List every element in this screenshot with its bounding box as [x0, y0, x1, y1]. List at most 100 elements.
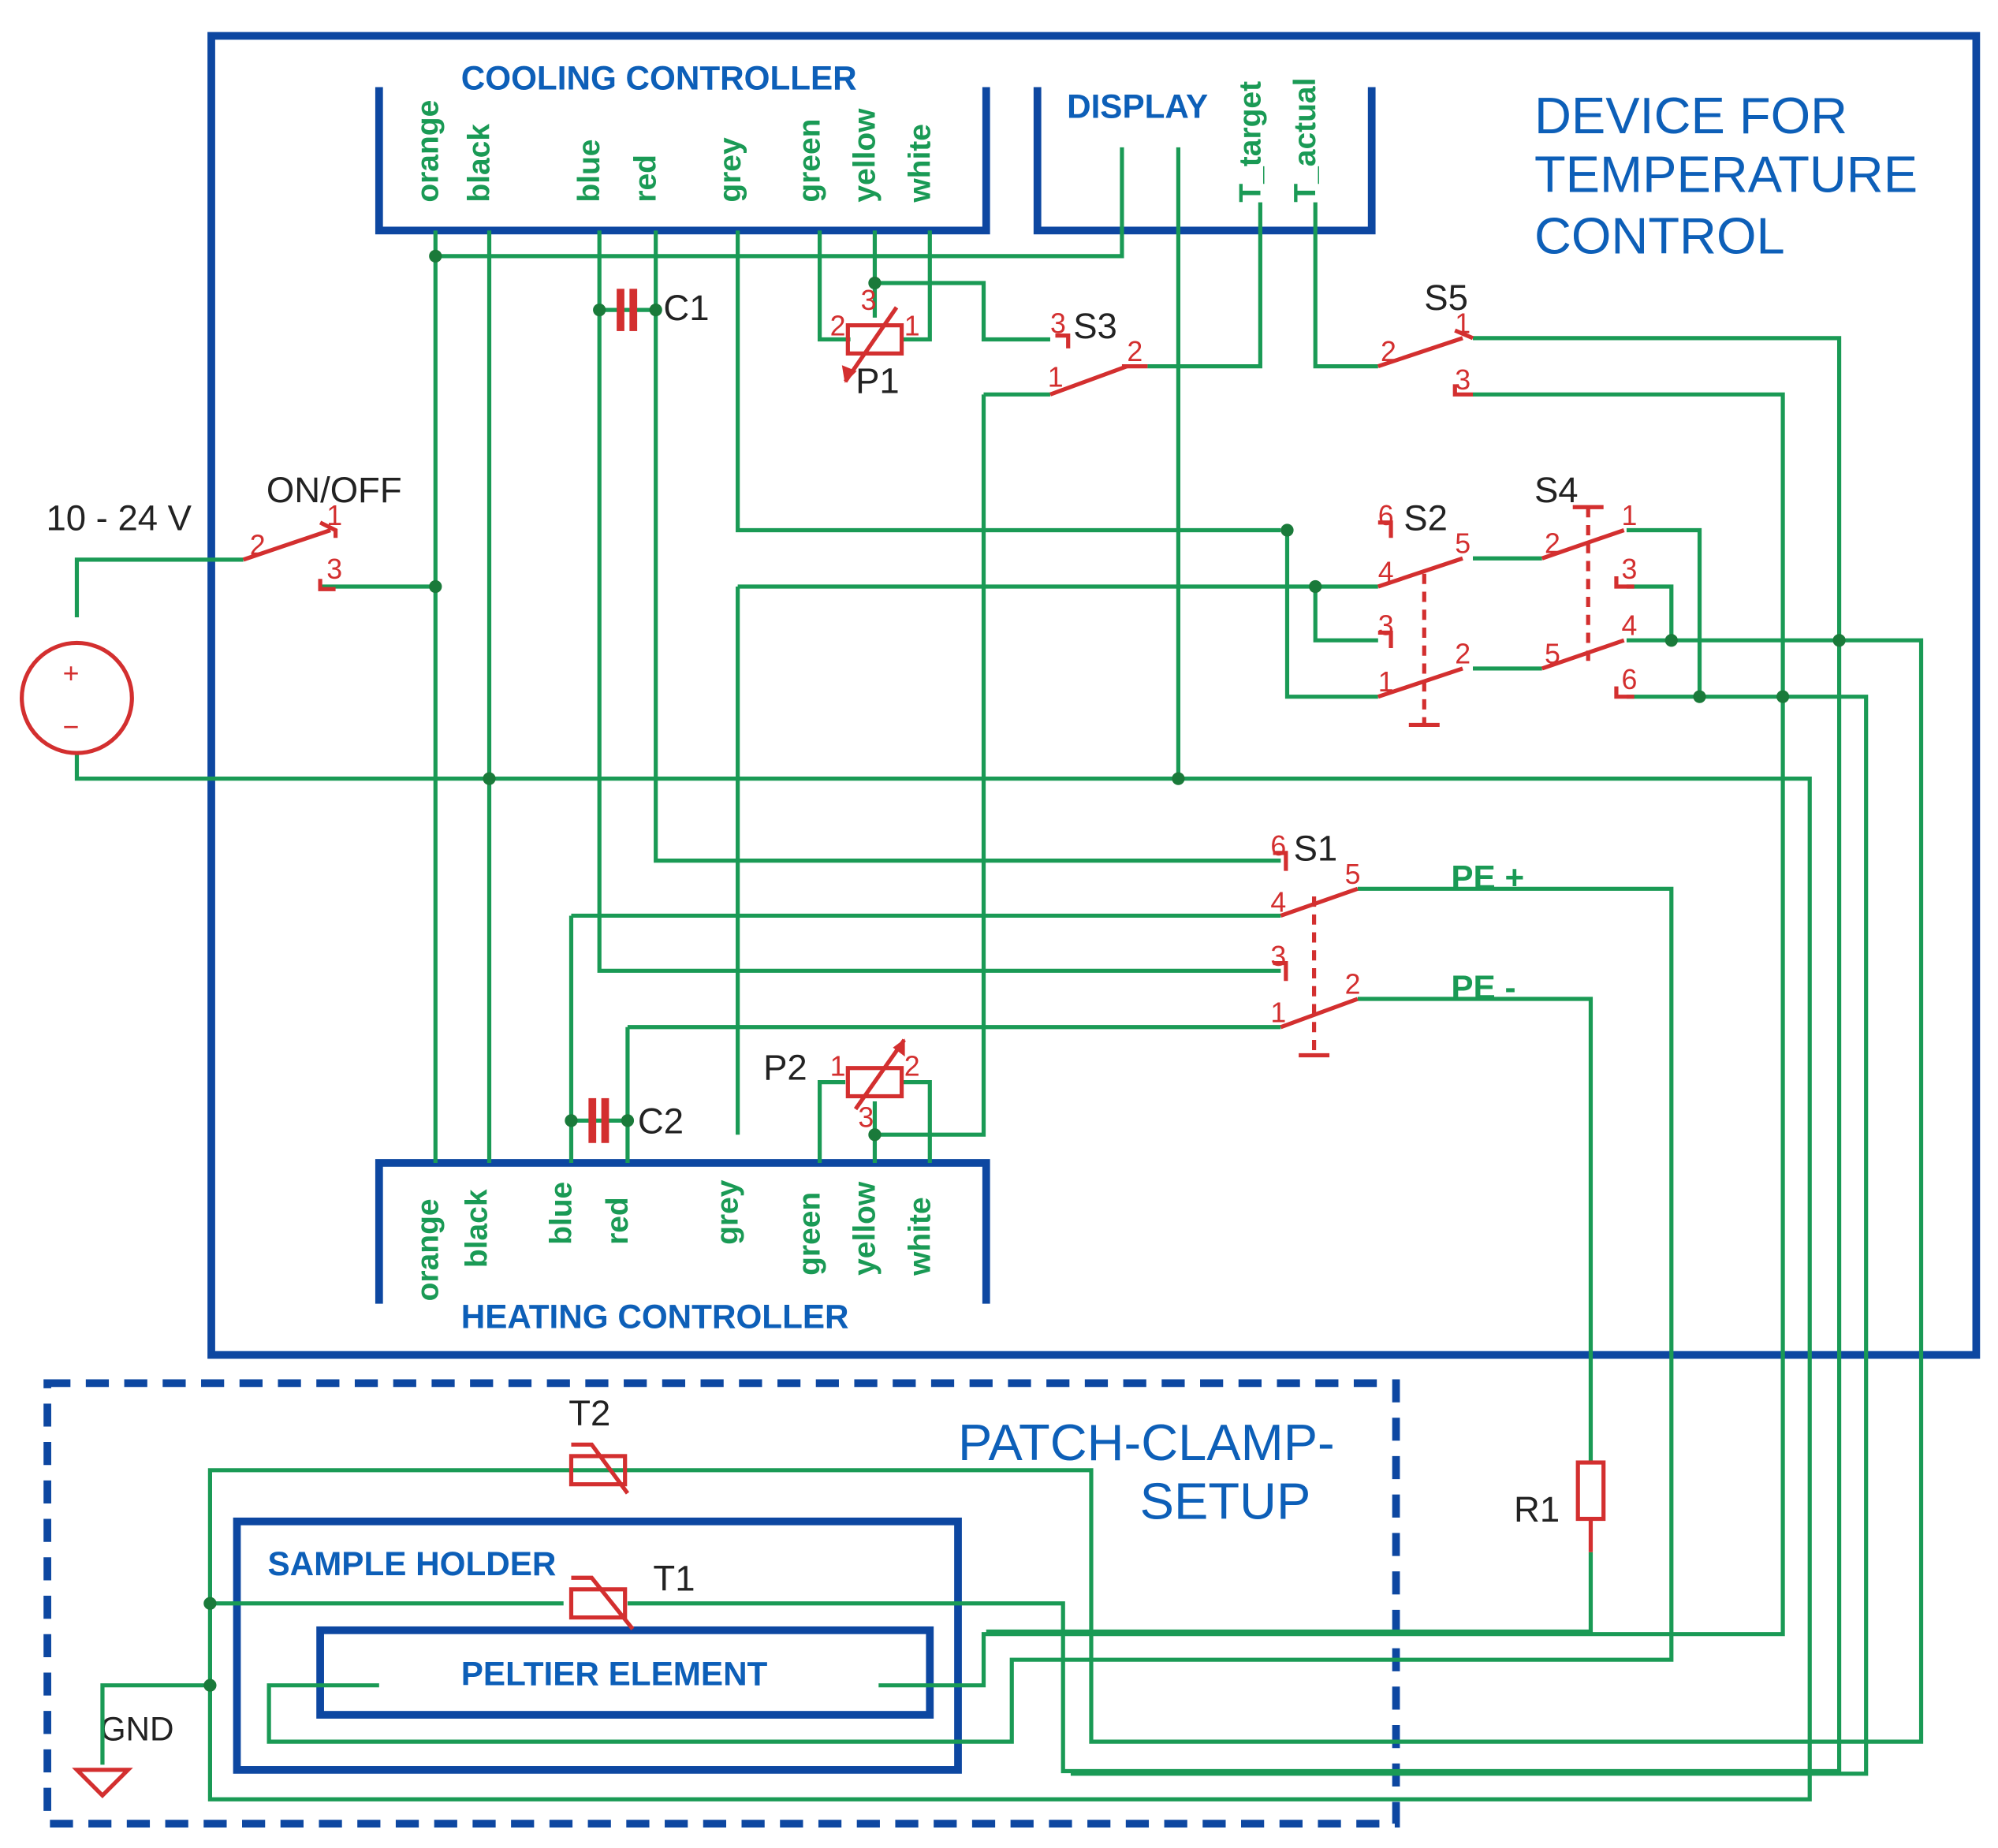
- svg-text:3: 3: [1378, 610, 1394, 642]
- cooling-controller-box: [375, 87, 990, 235]
- svg-text:2: 2: [830, 311, 846, 342]
- thermistor-t1-symbol: [568, 1575, 635, 1630]
- svg-text:1: 1: [1455, 307, 1471, 339]
- on-off-label: ON/OFF: [267, 470, 402, 510]
- svg-text:2: 2: [1545, 528, 1560, 560]
- thermistor-t2-symbol: [568, 1442, 630, 1495]
- t2-label: T2: [568, 1393, 610, 1433]
- p2-label: P2: [763, 1047, 807, 1087]
- svg-text:2: 2: [1455, 638, 1471, 669]
- svg-text:+: +: [63, 658, 80, 689]
- voltage-source-symbol: + −: [20, 640, 134, 755]
- svg-text:3: 3: [326, 553, 342, 585]
- potentiometer-p2-symbol: 1 2 3: [830, 1038, 920, 1133]
- svg-text:3: 3: [1050, 307, 1066, 339]
- svg-text:3: 3: [1270, 941, 1286, 972]
- device-title-line-3: CONTROL: [1534, 207, 1785, 265]
- heat-wire-blue: blue: [544, 1182, 578, 1245]
- svg-text:2: 2: [250, 529, 266, 561]
- display-box: [1033, 87, 1376, 235]
- supply-voltage-label: 10 - 24 V: [46, 498, 192, 538]
- cool-wire-blue: blue: [572, 140, 606, 203]
- ground-symbol: [72, 1768, 133, 1799]
- heat-wire-green: green: [793, 1192, 827, 1276]
- s5-label: S5: [1424, 278, 1468, 318]
- p1-label: P1: [855, 361, 900, 401]
- svg-text:2: 2: [1381, 336, 1396, 367]
- s1-label: S1: [1294, 829, 1338, 869]
- peltier-element-frame: [316, 1626, 934, 1719]
- wiring: [74, 147, 1924, 1801]
- gnd-label: GND: [100, 1711, 174, 1748]
- patch-clamp-frame: [43, 1379, 1400, 1828]
- s2-label: S2: [1403, 498, 1448, 538]
- cool-wire-yellow: yellow: [848, 108, 882, 203]
- switch-s3-symbol: 3 1 2: [1048, 307, 1148, 397]
- svg-text:6: 6: [1378, 500, 1394, 531]
- svg-text:3: 3: [1455, 364, 1471, 396]
- svg-text:2: 2: [904, 1050, 920, 1082]
- svg-text:1: 1: [904, 311, 920, 342]
- svg-text:3: 3: [1621, 553, 1637, 585]
- svg-text:−: −: [63, 711, 80, 743]
- heating-controller-label: HEATING CONTROLLER: [461, 1298, 849, 1335]
- heat-wire-yellow: yellow: [848, 1181, 882, 1276]
- sample-holder-label: SAMPLE HOLDER: [267, 1545, 556, 1582]
- switch-s1-symbol: 6 5 4 3 2 1: [1270, 830, 1361, 1058]
- device-title-line-1: DEVICE FOR: [1534, 87, 1847, 144]
- cool-wire-red: red: [629, 155, 663, 203]
- heat-wire-red: red: [601, 1197, 635, 1245]
- heat-wire-grey: grey: [711, 1179, 745, 1245]
- heat-wire-white: white: [903, 1197, 937, 1276]
- potentiometer-p1-symbol: 2 1 3: [830, 285, 920, 383]
- heat-wire-orange: orange: [412, 1198, 445, 1301]
- capacitor-c1-symbol: [599, 289, 656, 331]
- switch-s5-symbol: 1 2 3: [1377, 307, 1474, 397]
- device-frame: [207, 32, 1981, 1359]
- cool-wire-orange: orange: [412, 100, 445, 203]
- cool-wire-black: black: [463, 124, 497, 203]
- resistor-r1-symbol: [1575, 1460, 1606, 1552]
- on-off-switch-symbol: 1 2 3: [242, 500, 342, 591]
- svg-text:3: 3: [861, 285, 877, 316]
- c2-label: C2: [638, 1101, 684, 1142]
- sample-holder-frame: [233, 1517, 962, 1774]
- peltier-element-label: PELTIER ELEMENT: [461, 1656, 768, 1693]
- svg-text:1: 1: [326, 500, 342, 531]
- s4-label: S4: [1534, 470, 1579, 510]
- svg-text:1: 1: [1270, 997, 1286, 1028]
- svg-text:4: 4: [1378, 556, 1394, 587]
- svg-text:2: 2: [1127, 336, 1143, 367]
- c1-label: C1: [663, 288, 709, 328]
- svg-text:1: 1: [1378, 666, 1394, 698]
- heating-controller-box: [375, 1159, 990, 1304]
- svg-text:1: 1: [1621, 500, 1637, 531]
- cool-wire-grey: grey: [714, 137, 747, 203]
- cool-wire-white: white: [903, 124, 937, 203]
- heat-wire-black: black: [460, 1189, 494, 1268]
- svg-text:4: 4: [1270, 887, 1286, 918]
- svg-text:1: 1: [830, 1050, 846, 1082]
- display-input-t-actual: T_actual: [1288, 78, 1322, 203]
- cooling-controller-label: COOLING CONTROLLER: [461, 60, 857, 97]
- svg-text:5: 5: [1345, 859, 1361, 890]
- setup-title-line-1: PATCH-CLAMP-: [958, 1414, 1335, 1471]
- svg-text:2: 2: [1345, 969, 1361, 1000]
- svg-text:6: 6: [1270, 830, 1286, 862]
- svg-text:6: 6: [1621, 664, 1637, 695]
- t1-label: T1: [653, 1558, 695, 1598]
- switch-s4-symbol: 1 2 3 4 5 6: [1541, 500, 1637, 699]
- svg-text:5: 5: [1545, 638, 1560, 669]
- junction-dots: [203, 249, 1846, 1692]
- device-title-line-2: TEMPERATURE: [1534, 146, 1918, 203]
- s3-label: S3: [1073, 306, 1117, 346]
- cool-wire-green: green: [793, 119, 827, 203]
- svg-text:3: 3: [858, 1101, 874, 1133]
- setup-title-line-2: SETUP: [1140, 1473, 1311, 1530]
- svg-text:1: 1: [1048, 362, 1064, 393]
- r1-label: R1: [1514, 1489, 1560, 1529]
- display-input-t-target: T_target: [1233, 81, 1267, 203]
- capacitor-c2-symbol: [571, 1097, 628, 1143]
- svg-text:5: 5: [1455, 528, 1471, 560]
